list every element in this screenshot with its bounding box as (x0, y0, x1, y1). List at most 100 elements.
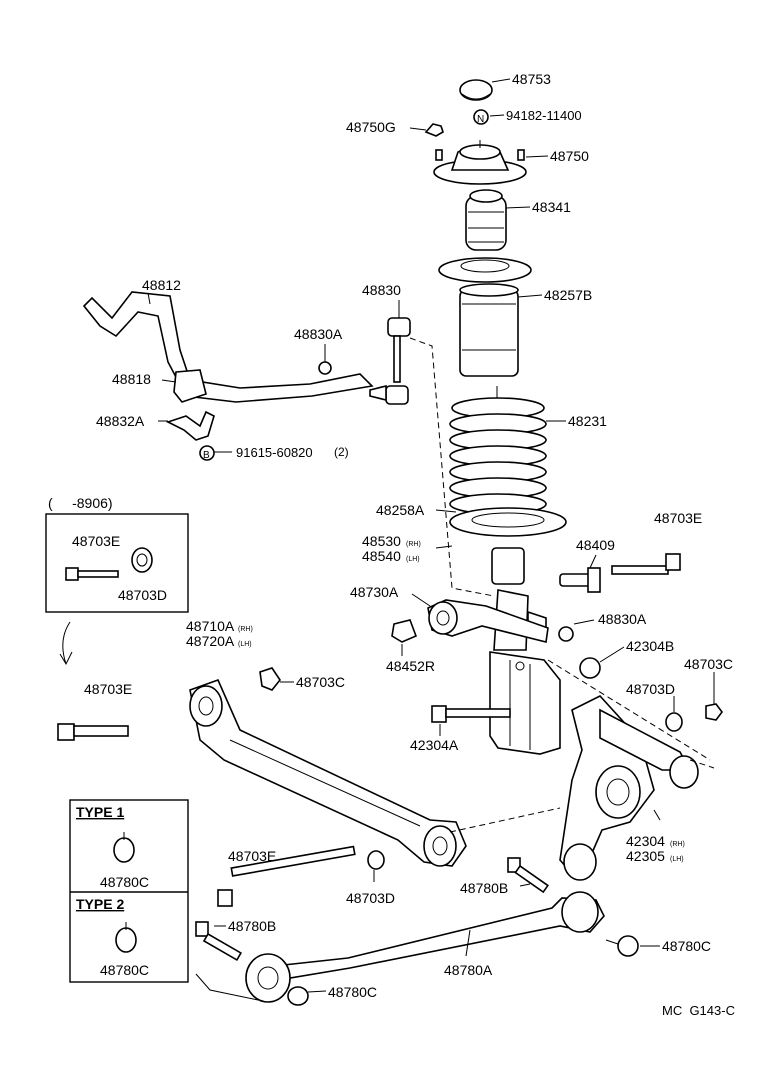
bushing-bracket (165, 410, 215, 441)
type-box (69, 799, 189, 983)
bolt-48703e-box (65, 567, 119, 581)
svg-text:B: B (203, 450, 210, 461)
label-48830: 48830 (362, 282, 401, 298)
nut-48703c-right (705, 703, 723, 721)
label-48780b-right: 48780B (460, 880, 508, 896)
type1-bushing (113, 832, 135, 863)
b-marked-bolt: B (199, 445, 215, 461)
shock-absorber (489, 547, 561, 755)
stabilizer-bar (82, 291, 374, 403)
stabilizer-bushing (173, 369, 207, 403)
label-48720a: 48720A (186, 633, 235, 649)
label-48780c-right: 48780C (662, 938, 711, 954)
label-48710a: 48710A (186, 618, 235, 634)
label-48750: 48750 (550, 148, 589, 164)
label-42304b: 42304B (626, 638, 674, 654)
bolt-48703e-top (611, 553, 681, 575)
label-42304a: 42304A (410, 737, 459, 753)
label-48780a: 48780A (444, 962, 493, 978)
strut-dust-boot (459, 283, 519, 377)
label-42305-side: (LH) (670, 856, 684, 863)
bolt-42304a (431, 705, 511, 723)
label-94182-11400: 94182-11400 (506, 108, 582, 123)
lower-spring-insulator (449, 507, 567, 537)
label-type2: TYPE 2 (76, 896, 124, 912)
label-48341: 48341 (532, 199, 571, 215)
upper-spring-seat (438, 257, 532, 283)
label-48780b-left: 48780B (228, 918, 276, 934)
leader-lines (147, 78, 715, 1001)
label-48812: 48812 (142, 277, 181, 293)
label-48780c-type2: 48780C (100, 962, 149, 978)
bolt-48780b-right (507, 857, 549, 894)
bushing-48780c-bottom (287, 986, 309, 1006)
label-48257b: 48257B (544, 287, 592, 303)
label-48703c-right: 48703C (684, 656, 733, 672)
label-48703e-box: 48703E (72, 533, 120, 549)
bolt-48703e-low (217, 845, 356, 907)
label-48710a-side: (RH) (238, 626, 253, 633)
label-48258a: 48258A (376, 502, 425, 518)
washer-48703d-box (131, 547, 153, 573)
label-48720a-side: (LH) (238, 641, 252, 648)
suspension-support (433, 140, 527, 185)
bolt-48780b-left (195, 921, 243, 962)
label-48830a-mid: 48830A (598, 611, 647, 627)
label-48830a-top: 48830A (294, 326, 343, 342)
label-48703c-mid: 48703C (296, 674, 345, 690)
stabilizer-link (369, 317, 411, 405)
nut-48750g (424, 123, 444, 137)
label-91615-60820: 91615-60820 (236, 445, 313, 460)
washer-48703d-low (367, 850, 385, 870)
early-production-box (45, 513, 189, 613)
bolt-48409 (559, 567, 601, 593)
cushion-48452r (391, 619, 418, 643)
label-48530: 48530 (362, 533, 401, 549)
label-42305: 42305 (626, 848, 665, 864)
coil-spring (449, 386, 547, 515)
label-48231: 48231 (568, 413, 607, 429)
label-42304-side: (RH) (670, 841, 685, 848)
label-48540-side: (LH) (406, 556, 420, 563)
label-48540: 48540 (362, 548, 401, 564)
cam-42304b (579, 657, 601, 679)
label-48780c-type1: 48780C (100, 874, 149, 890)
strut-rod (427, 599, 549, 643)
diagram-reference: MC G143-C (662, 1003, 735, 1018)
label-48452r: 48452R (386, 658, 435, 674)
label-48409: 48409 (576, 537, 615, 553)
label-48832a: 48832A (96, 413, 145, 429)
lower-suspension-arm (245, 891, 605, 1003)
label-48703e-top: 48703E (654, 510, 702, 526)
alignment-lines (409, 337, 715, 833)
nut-48703c-arm (259, 667, 281, 691)
bump-stopper (465, 189, 507, 251)
label-48818: 48818 (112, 371, 151, 387)
label-48730a: 48730A (350, 584, 399, 600)
washer-48703d-right (665, 712, 683, 732)
svg-text:N: N (477, 114, 484, 125)
label-48703d-right: 48703D (626, 681, 675, 697)
label-48703d-box: 48703D (118, 587, 167, 603)
label-48750g: 48750G (346, 119, 396, 135)
suspension-arm (189, 678, 467, 867)
type2-bushing (115, 922, 137, 953)
label-48753: 48753 (512, 71, 551, 87)
label-48703e-low: 48703E (228, 848, 276, 864)
nut-48830a-mid (558, 626, 574, 642)
bolt-48703e-left (57, 723, 129, 741)
box-arrow (59, 621, 73, 666)
label-type1: TYPE 1 (76, 804, 124, 820)
n-marked-nut: N (473, 109, 489, 125)
label-48530-side: (RH) (406, 541, 421, 548)
link-nut (318, 361, 332, 375)
bushing-48780c-right (605, 935, 639, 957)
strut-bearing-cap (459, 79, 493, 101)
label-48703e-left: 48703E (84, 681, 132, 697)
label-production-range: ( -8906) (48, 495, 113, 511)
label-91615-qty: (2) (334, 445, 349, 459)
rear-axle-carrier (559, 695, 699, 881)
label-48780c-bottom: 48780C (328, 984, 377, 1000)
label-48703d-low: 48703D (346, 890, 395, 906)
